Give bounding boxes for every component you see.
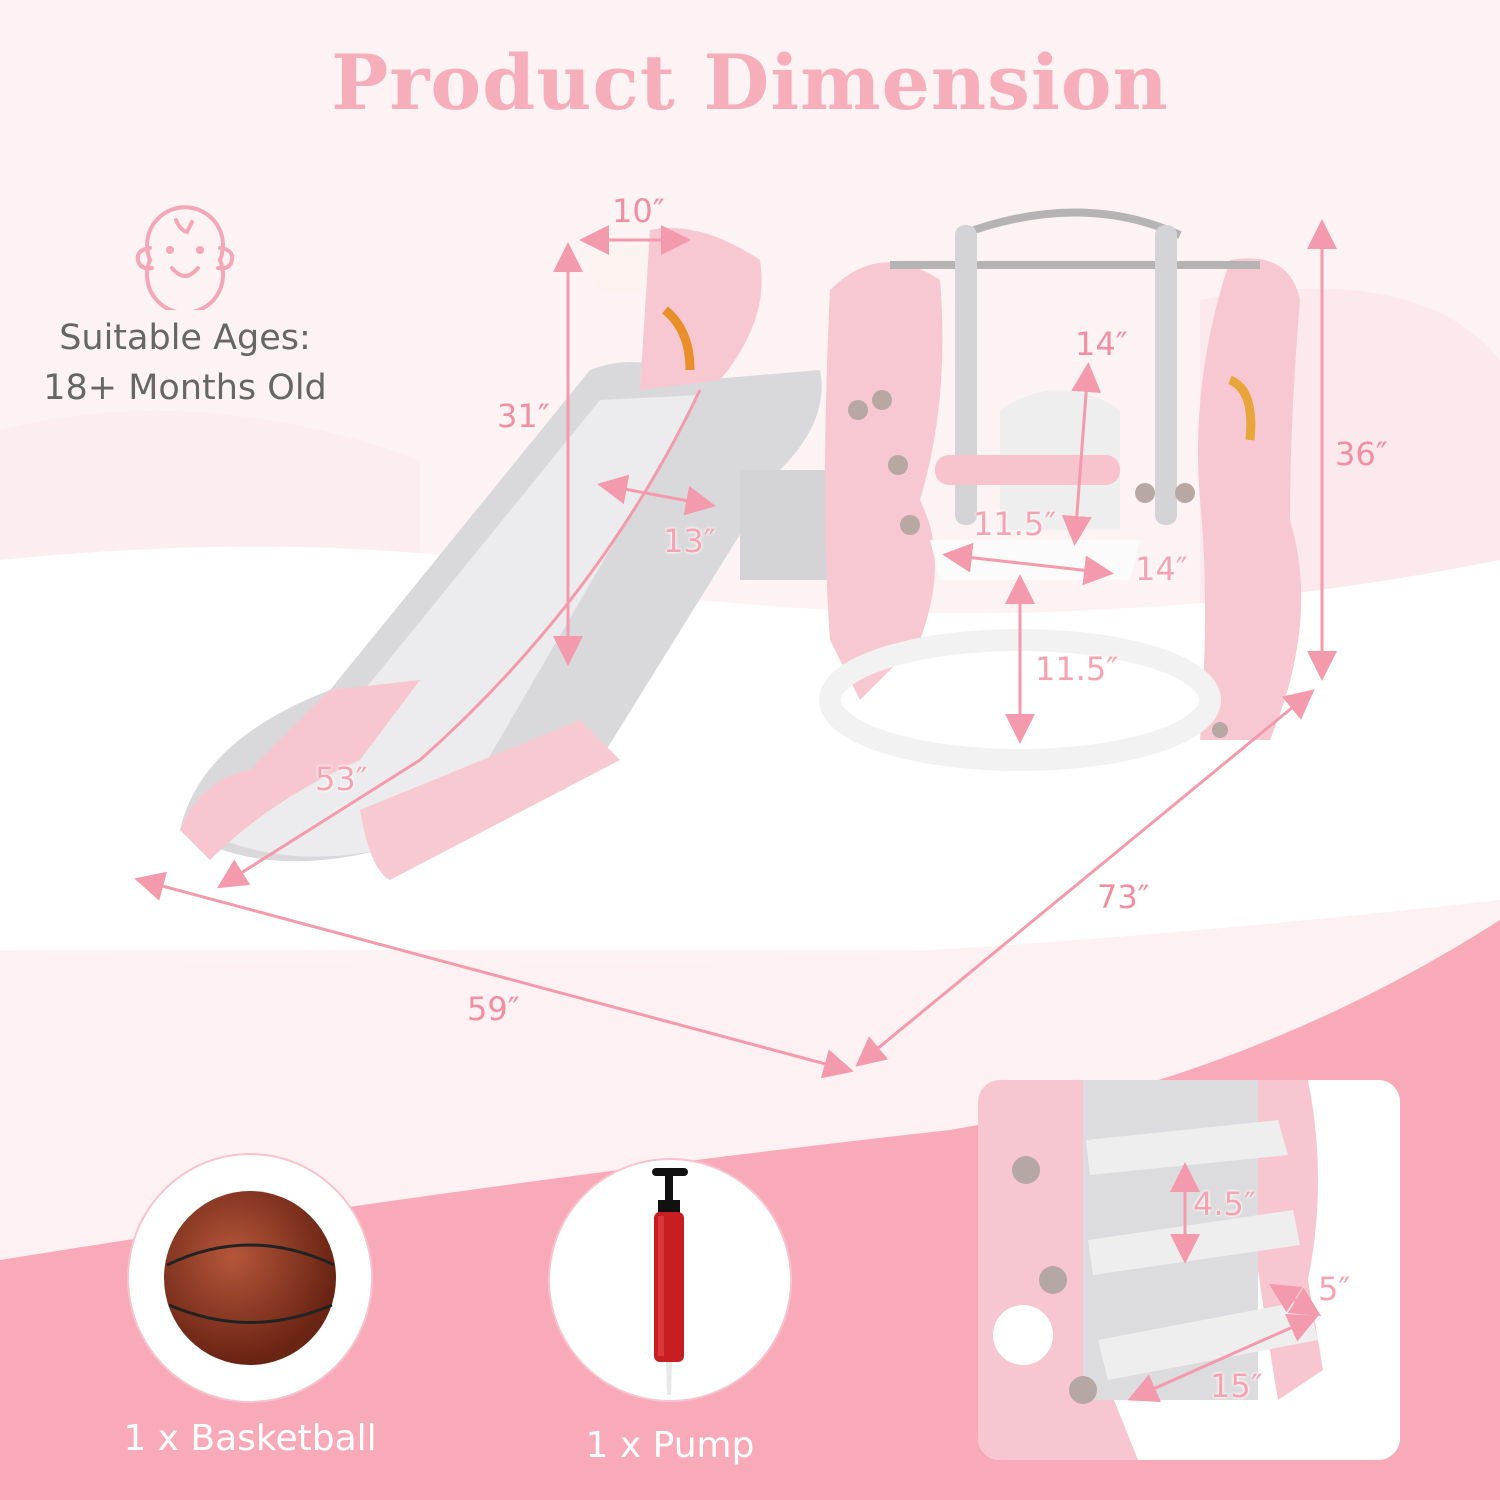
- basketball-icon: [164, 1191, 336, 1365]
- dim-total-depth: 59″: [467, 990, 520, 1028]
- dim-step-depth: 5″: [1318, 1270, 1351, 1308]
- accessory-label-basketball: 1 x Basketball: [123, 1418, 377, 1459]
- age-label-line1: Suitable Ages:: [59, 318, 311, 358]
- dim-seat-back-height: 14″: [1075, 325, 1128, 363]
- dim-seat-width: 14″: [1135, 550, 1188, 588]
- baby-face-icon: [135, 205, 235, 310]
- dim-slide-length: 53″: [315, 760, 368, 798]
- dim-step-width: 15″: [1210, 1367, 1263, 1405]
- dim-slide-width: 13″: [663, 522, 716, 560]
- dim-basket-width: 10″: [612, 192, 665, 230]
- pump-circle: [548, 1158, 792, 1402]
- ladder-detail-card: 4.5″ 5″ 15″: [978, 1080, 1400, 1460]
- dim-total-height: 36″: [1335, 435, 1388, 473]
- age-label-line2: 18+ Months Old: [43, 368, 327, 408]
- dim-seat-ground-clearance: 11.5″: [1035, 650, 1119, 688]
- dim-seat-depth: 11.5″: [973, 505, 1057, 543]
- page-title: Product Dimension: [331, 38, 1169, 127]
- dim-total-length: 73″: [1097, 878, 1150, 916]
- basketball-circle: [127, 1153, 373, 1403]
- ladder-steps-illustration: [978, 1080, 1400, 1460]
- pump-icon: [652, 1168, 688, 1395]
- dim-step-spacing: 4.5″: [1193, 1185, 1256, 1223]
- accessory-label-pump: 1 x Pump: [585, 1425, 755, 1466]
- age-info: Suitable Ages: 18+ Months Old: [20, 200, 350, 410]
- dim-slide-height: 31″: [497, 397, 550, 435]
